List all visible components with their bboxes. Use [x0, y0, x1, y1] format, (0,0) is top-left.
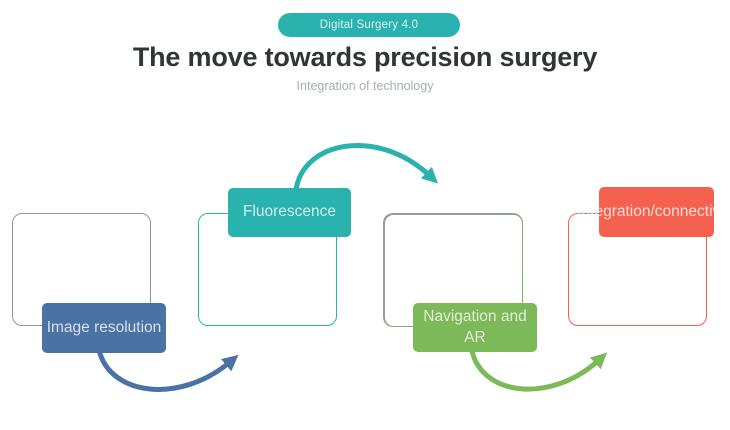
- step-label-text: Image resolution: [46, 318, 162, 336]
- step-label-integration-connectivity: Integration/connectivity: [577, 187, 730, 237]
- arrow-fluorescence-to-navigation-icon: [293, 143, 439, 193]
- step-label-image-resolution: Image resolution: [42, 303, 166, 353]
- topic-badge-label: Digital Surgery 4.0: [319, 19, 419, 31]
- page-subtitle: Integration of technology: [296, 79, 434, 93]
- page-title: The move towards precision surgery: [132, 42, 598, 72]
- step-label-navigation-ar: Navigation and AR: [413, 303, 537, 352]
- step-label-text: Integration/connectivity: [577, 202, 730, 220]
- arrow-navigation-to-integration-icon: [469, 348, 608, 392]
- step-label-text: Navigation and AR: [423, 308, 527, 346]
- step-label-fluorescence: Fluorescence: [228, 188, 351, 237]
- step-label-text: Fluorescence: [242, 203, 337, 221]
- topic-badge: Digital Surgery 4.0: [278, 13, 460, 37]
- arrow-image-to-fluorescence-icon: [96, 347, 239, 392]
